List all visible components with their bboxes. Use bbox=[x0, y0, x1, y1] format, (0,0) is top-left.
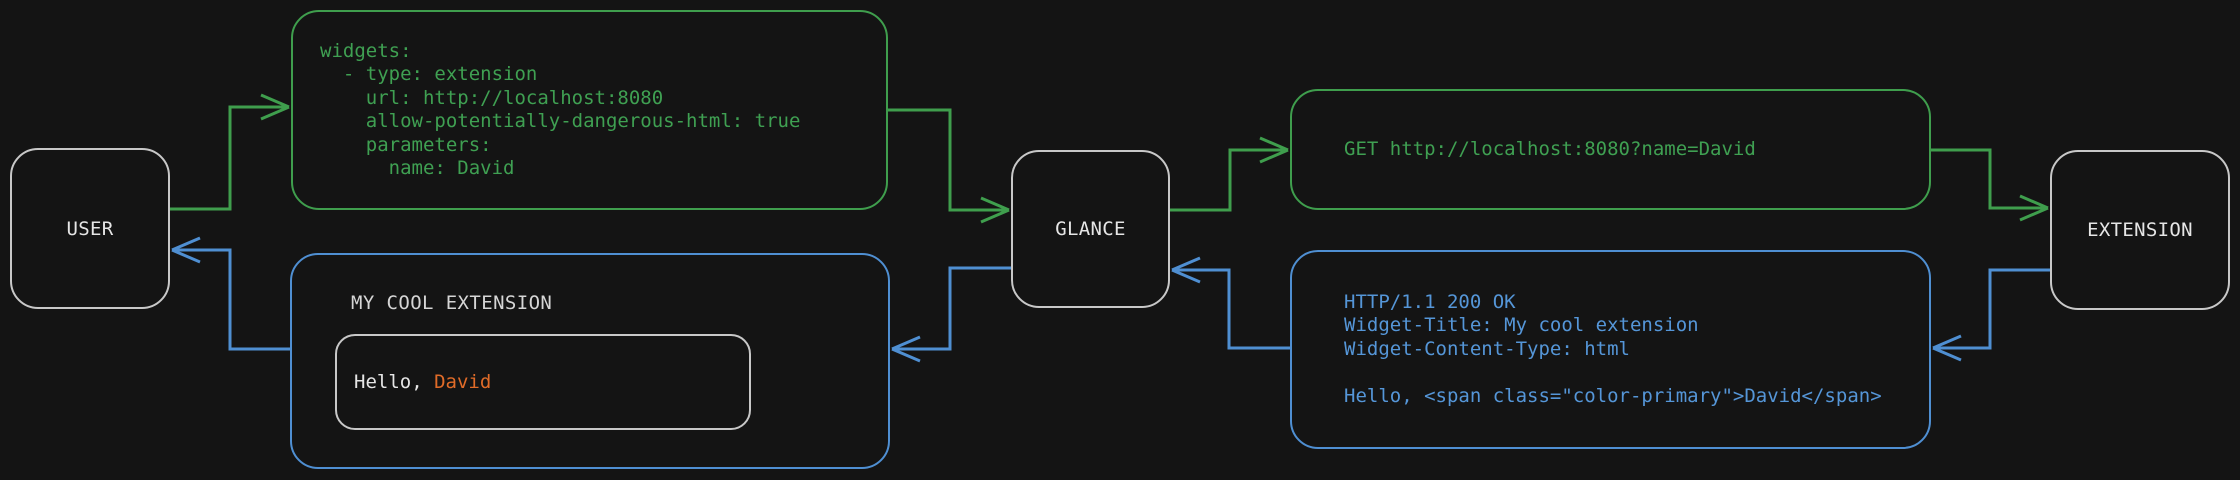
widget-greeting-card: Hello, David bbox=[335, 334, 751, 430]
config-line: allow-potentially-dangerous-html: true bbox=[320, 110, 801, 132]
config-line: parameters: bbox=[320, 133, 492, 156]
arrow-extension-to-response bbox=[1932, 268, 2050, 362]
config-line: url: http://localhost:8080 bbox=[320, 86, 664, 109]
widget-title: MY COOL EXTENSION bbox=[351, 292, 553, 314]
greeting-name: David bbox=[434, 371, 492, 393]
response-line bbox=[1344, 361, 1929, 385]
widget-greeting: Hello, David bbox=[354, 371, 491, 393]
rendered-widget-box: MY COOL EXTENSION Hello, David bbox=[290, 253, 890, 469]
arrow-glance-to-widget bbox=[891, 266, 1011, 363]
response-line: Widget-Title: My cool extension bbox=[1344, 314, 1699, 337]
extension-node: EXTENSION bbox=[2050, 150, 2230, 310]
glance-node-label: GLANCE bbox=[1055, 218, 1126, 240]
extension-node-label: EXTENSION bbox=[2087, 219, 2193, 241]
config-line: name: David bbox=[320, 157, 515, 179]
config-line: widgets: bbox=[320, 39, 412, 62]
arrow-glance-to-request bbox=[1170, 136, 1289, 212]
glance-node: GLANCE bbox=[1011, 150, 1170, 308]
greeting-prefix: Hello, bbox=[354, 371, 435, 393]
arrow-response-to-glance bbox=[1171, 256, 1290, 350]
arrow-request-to-extension bbox=[1931, 148, 2049, 222]
request-line: GET http://localhost:8080?name=David bbox=[1344, 137, 1756, 160]
http-request-box: GET http://localhost:8080?name=David bbox=[1290, 89, 1931, 210]
response-line: Widget-Content-Type: html bbox=[1344, 337, 1630, 360]
yaml-config-box: widgets: - type: extension url: http://l… bbox=[291, 10, 888, 210]
user-node-label: USER bbox=[66, 217, 114, 240]
http-response-box: HTTP/1.1 200 OK Widget-Title: My cool ex… bbox=[1290, 250, 1931, 449]
arrow-config-to-glance bbox=[888, 108, 1010, 224]
arrow-user-to-config bbox=[170, 93, 290, 211]
config-line: - type: extension bbox=[320, 63, 538, 85]
user-node: USER bbox=[10, 148, 170, 309]
response-line: Hello, <span class="color-primary">David… bbox=[1344, 384, 1882, 407]
arrow-widget-to-user bbox=[171, 236, 290, 351]
response-line: HTTP/1.1 200 OK bbox=[1344, 290, 1516, 313]
